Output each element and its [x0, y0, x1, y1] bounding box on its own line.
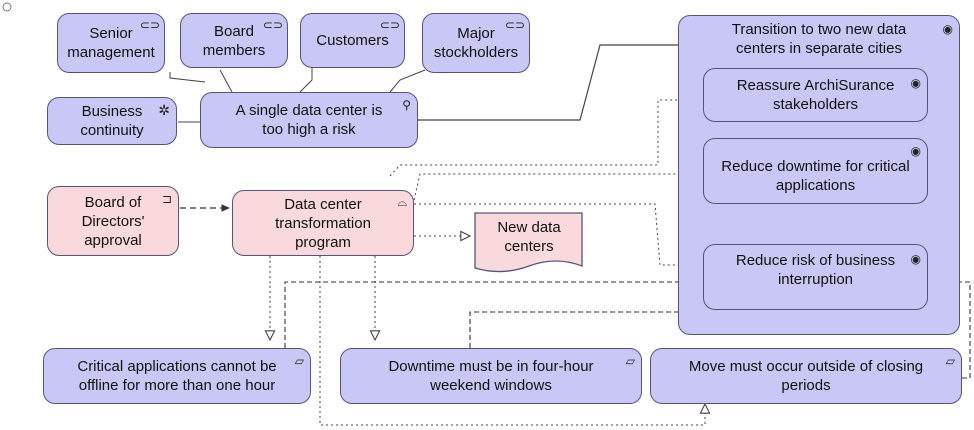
influence-line — [469, 290, 700, 348]
assessment-single-data-center[interactable]: A single data center is too high a risk … — [200, 92, 418, 148]
assessment-label: A single data center is too high a risk — [235, 102, 383, 138]
deliverable-shape — [474, 212, 583, 273]
realization-line — [413, 174, 700, 201]
work-package-icon: ⌓ — [397, 195, 408, 209]
driver-label: Business continuity — [80, 103, 144, 139]
realization-line — [414, 203, 700, 265]
goal-icon: ◉ — [910, 76, 921, 90]
driver-icon: ✲ — [158, 102, 170, 118]
association-line — [389, 69, 426, 93]
stakeholder-label: Major stockholders — [433, 25, 519, 61]
stakeholder-icon: ⊂⊃ — [504, 18, 525, 32]
constraint-icon: ▱ — [625, 354, 635, 368]
constraint-icon: ▱ — [294, 354, 304, 368]
deliverable-label: New data centers — [497, 219, 561, 255]
magnifier-icon: ⚲ — [402, 98, 411, 112]
deliverable-new-data-centers[interactable]: New data centers — [474, 214, 584, 260]
association-line — [169, 72, 206, 83]
constraint-icon: ▱ — [945, 354, 955, 368]
constraint-move-outside-closing[interactable]: Move must occur outside of closing perio… — [650, 348, 962, 404]
stakeholder-icon: ⊂⊃ — [379, 18, 400, 32]
goal-icon: ◉ — [910, 252, 921, 266]
driver-business-continuity[interactable]: Business continuity ✲ — [47, 97, 177, 145]
stakeholder-board-members[interactable]: Board members ⊂⊃ — [180, 13, 288, 68]
stakeholder-senior-management[interactable]: Senior management ⊂⊃ — [57, 13, 165, 73]
constraint-label: Critical applications cannot be offline … — [77, 358, 277, 394]
realization-line — [389, 100, 700, 177]
program-label: Data center transformation program — [275, 195, 371, 251]
goal-transition-label: Transition to two new data centers in se… — [731, 21, 907, 57]
goal-label: Reassure ArchiSurance stakeholders — [736, 77, 895, 113]
stakeholder-label: Senior management — [67, 25, 155, 61]
work-package-program[interactable]: Data center transformation program ⌓ — [232, 190, 414, 256]
view-corner-marker — [2, 2, 12, 12]
stakeholder-customers[interactable]: Customers ⊂⊃ — [300, 13, 405, 68]
stakeholder-label: Board members — [202, 22, 266, 59]
stakeholder-icon: ⊂⊃ — [262, 18, 283, 32]
event-board-approval[interactable]: Board of Directors' approval ⊐ — [47, 186, 179, 256]
goal-reduce-downtime[interactable]: Reduce downtime for critical application… — [703, 138, 928, 204]
stakeholder-major-stockholders[interactable]: Major stockholders ⊂⊃ — [422, 13, 530, 73]
stakeholder-icon: ⊂⊃ — [139, 18, 160, 32]
goal-icon: ◉ — [942, 22, 953, 36]
association-line — [219, 69, 233, 93]
constraint-label: Move must occur outside of closing perio… — [688, 358, 924, 394]
influence-line — [284, 282, 700, 348]
constraint-label: Downtime must be in four-hour weekend wi… — [388, 358, 594, 394]
goal-reassure-stakeholders[interactable]: Reassure ArchiSurance stakeholders ◉ — [703, 68, 928, 122]
association-line — [418, 44, 678, 121]
event-icon: ⊐ — [161, 192, 172, 206]
goal-label: Reduce risk of business interruption — [735, 252, 896, 288]
stakeholder-label: Customers — [316, 32, 389, 49]
goal-icon: ◉ — [910, 144, 921, 158]
constraint-critical-applications[interactable]: Critical applications cannot be offline … — [43, 348, 311, 404]
event-label: Board of Directors' approval — [81, 193, 145, 249]
constraint-downtime-windows[interactable]: Downtime must be in four-hour weekend wi… — [340, 348, 642, 404]
goal-label: Reduce downtime for critical application… — [721, 158, 910, 194]
association-line — [299, 68, 313, 93]
goal-reduce-risk[interactable]: Reduce risk of business interruption ◉ — [703, 244, 928, 310]
realization-line — [319, 256, 705, 426]
